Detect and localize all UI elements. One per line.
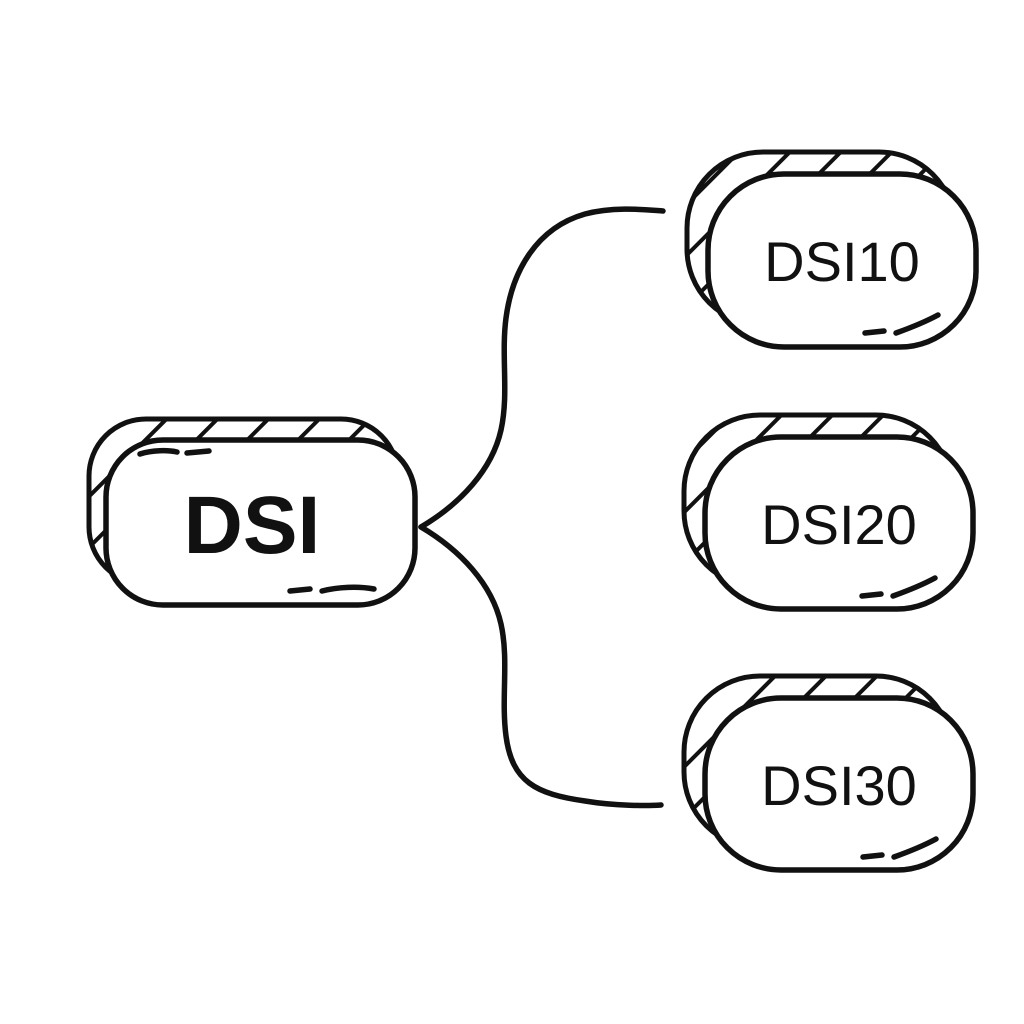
shine-mark bbox=[890, 575, 938, 599]
edge-dsi-to-dsi10 bbox=[418, 206, 666, 530]
shine-mark bbox=[137, 447, 180, 457]
edge-dsi-to-dsi30 bbox=[418, 524, 664, 809]
shine-mark bbox=[319, 584, 377, 594]
shine-mark bbox=[860, 852, 885, 860]
node-body bbox=[702, 434, 976, 612]
node-dsi30[interactable]: DSI30 bbox=[681, 673, 976, 873]
node-label: DSI10 bbox=[764, 230, 920, 293]
shine-mark bbox=[184, 448, 212, 456]
shine-mark bbox=[893, 312, 941, 336]
node-dsi[interactable]: DSI bbox=[86, 416, 418, 608]
node-dsi10[interactable]: DSI10 bbox=[684, 149, 979, 350]
node-body bbox=[705, 171, 979, 350]
shine-mark bbox=[891, 836, 939, 860]
node-label: DSI bbox=[184, 480, 321, 571]
node-label: DSI20 bbox=[761, 493, 917, 556]
node-label: DSI30 bbox=[761, 754, 917, 817]
shine-mark bbox=[859, 591, 884, 599]
shine-mark bbox=[862, 328, 887, 336]
node-body bbox=[702, 695, 976, 873]
node-body bbox=[103, 437, 418, 608]
shine-mark bbox=[287, 586, 313, 594]
node-dsi20[interactable]: DSI20 bbox=[681, 412, 976, 612]
